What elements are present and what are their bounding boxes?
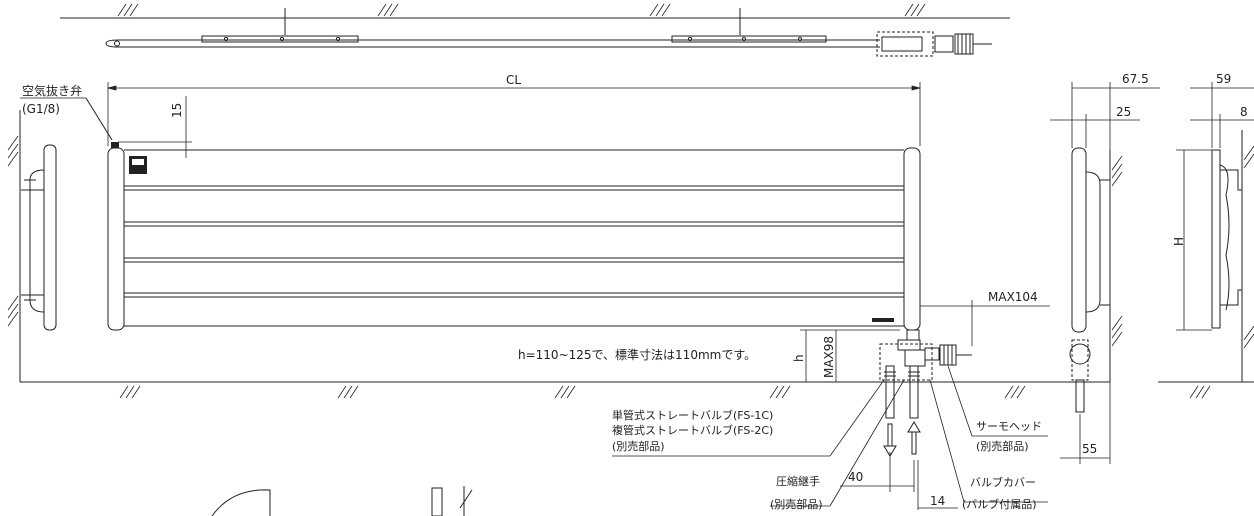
top-view <box>60 3 1010 57</box>
dimension-59-label: 59 <box>1216 72 1232 86</box>
valve-cover-note: (バルブ付属品) <box>962 498 1037 511</box>
partial-detail-figures <box>211 486 473 516</box>
double-pipe-valve-label: 複管式ストレートバルブ(FS-2C) <box>612 424 774 437</box>
compression-fitting-label: 圧縮継手 <box>776 475 820 488</box>
height-note: h=110~125で、標準寸法は110mmです。 <box>518 348 757 362</box>
dimension-67-5-label: 67.5 <box>1122 72 1149 86</box>
compression-fitting-note: (別売部品) <box>770 498 823 511</box>
thermo-head-note: (別売部品) <box>976 440 1029 453</box>
max104-label: MAX104 <box>988 290 1038 304</box>
dimension-25-label: 25 <box>1116 105 1132 119</box>
dimension-15-label: 15 <box>170 102 184 118</box>
dimension-8-label: 8 <box>1240 105 1248 119</box>
dimension-H-label: H <box>1172 236 1186 246</box>
dimension-lines <box>20 82 1254 510</box>
dimension-14-label: 14 <box>930 494 946 508</box>
cl-dimension-label: CL <box>506 73 522 87</box>
valve-cover-label: バルブカバー <box>970 476 1036 489</box>
thermo-head-label: サーモヘッド <box>976 420 1042 433</box>
air-vent-size-label: (G1/8) <box>22 102 60 116</box>
dimension-55-label: 55 <box>1082 442 1098 456</box>
dimension-h-label: h <box>792 354 806 362</box>
front-view <box>7 97 1254 457</box>
sold-separately-label: (別売部品) <box>612 440 665 453</box>
single-pipe-valve-label: 単管式ストレートバルブ(FS-1C) <box>612 409 774 422</box>
dimension-40-label: 40 <box>848 470 864 484</box>
air-vent-label: 空気抜き弁 <box>22 84 83 98</box>
max98-label: MAX98 <box>822 335 836 378</box>
